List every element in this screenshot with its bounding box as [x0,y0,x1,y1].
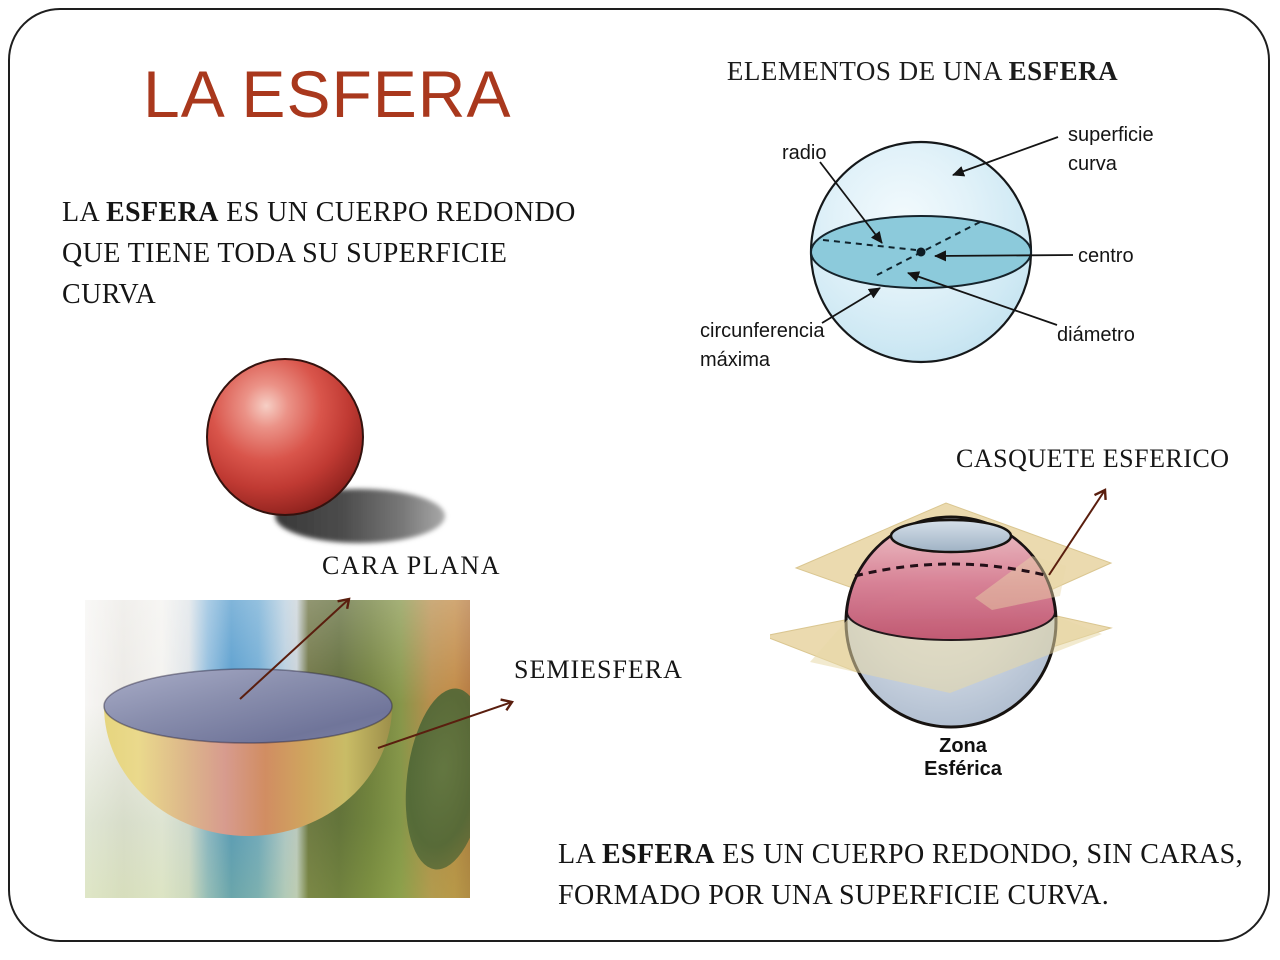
radio-arrow [819,161,883,244]
radius-dashed-line [822,239,917,251]
label-superficie-curva: superficie curva [1068,121,1154,179]
semiesfera-figure [85,600,470,898]
elements-heading-bold: ESFERA [1008,56,1119,86]
label-circunferencia-line2: máxima [700,349,771,371]
outro-line-2: FORMADO POR UNA SUPERFICIE CURVA. [558,880,1110,911]
label-radio: radio [782,142,827,164]
slide-border [8,8,1270,942]
center-dot [916,247,926,257]
intro-paragraph: LA ESFERA ES UN CUERPO REDONDO QUE TIENE… [62,192,576,315]
casquete-label: CASQUETE ESFERICO [956,444,1230,473]
label-diametro: diámetro [1057,324,1135,346]
intro-line-1: LA ESFERA ES UN CUERPO REDONDO [62,192,576,233]
intro-pre: LA [62,197,106,228]
semiesfera-label: SEMIESFERA [514,655,683,684]
cara-plana-label: CARA PLANA [322,551,501,580]
intro-rest: ES UN CUERPO REDONDO [218,197,576,228]
elements-heading-pre: ELEMENTOS DE UNA [726,56,1009,86]
outro-line-1: LA ESFERA ES UN CUERPO REDONDO, SIN CARA… [558,834,1243,875]
bowl-curved-surface [104,706,392,836]
intro-line-3: CURVA [62,279,157,310]
plane-corner-over-band [975,556,1066,610]
casquete-figure [770,502,1113,729]
hemisphere-bowl [103,668,393,836]
plane-through-sphere [810,617,1102,693]
label-circunferencia-maxima: circunferencia máxima [700,317,825,375]
diametro-arrow [907,271,1058,326]
page-title: LA ESFERA [143,57,512,131]
label-superficie-line2: curva [1068,153,1117,175]
diameter-dashed-line [876,221,981,276]
outro-pre: LA [558,839,602,870]
centro-arrow [934,250,1074,262]
bowl-flat-face [103,668,393,744]
label-centro: centro [1078,245,1134,267]
red-sphere [206,358,364,516]
elements-heading: ELEMENTOS DE UNA ESFERA [690,56,1155,87]
outro-paragraph: LA ESFERA ES UN CUERPO REDONDO, SIN CARA… [558,834,1243,916]
superficie-arrow [952,136,1059,177]
intro-line-2: QUE TIENE TODA SU SUPERFICIE [62,238,508,269]
cap-opening [889,518,1013,554]
label-superficie-line1: superficie [1068,124,1154,146]
outro-bold: ESFERA [601,839,715,870]
red-sphere-figure [206,358,445,543]
label-circunferencia-line1: circunferencia [700,320,825,342]
outro-rest: ES UN CUERPO REDONDO, SIN CARAS, [714,839,1244,870]
elements-sphere-diagram [809,136,1074,364]
intro-bold: ESFERA [105,197,219,228]
zona-esferica-label: Zona Esférica [924,735,1002,780]
hidden-section-dashed [854,562,1050,578]
circunferencia-arrow [821,287,881,324]
